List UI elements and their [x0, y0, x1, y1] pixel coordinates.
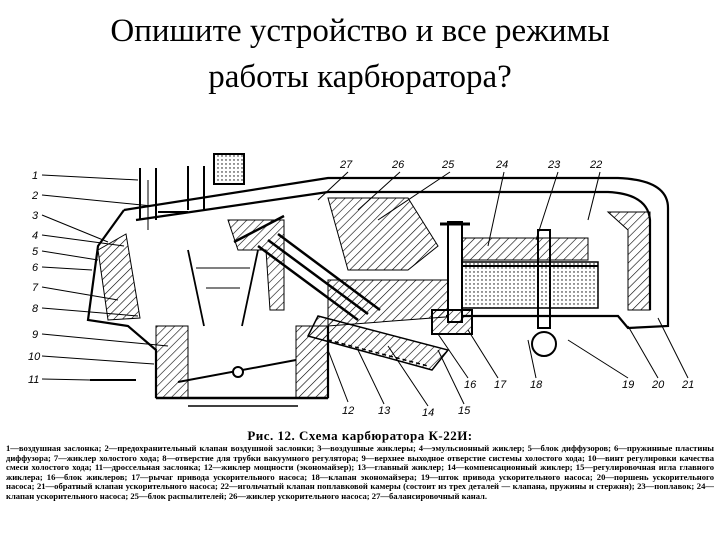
section-hatching	[97, 197, 651, 399]
callout-15: 15	[458, 405, 471, 417]
jets-block	[306, 315, 450, 371]
callout-23: 23	[547, 159, 561, 171]
callout-9: 9	[32, 329, 38, 341]
callout-18: 18	[530, 379, 543, 391]
carburetor-drawing: 27 26 25 24 23 22 1 2 3	[28, 153, 694, 419]
float	[457, 261, 599, 309]
callout-26: 26	[391, 159, 405, 171]
callout-25: 25	[441, 159, 455, 171]
callout-7: 7	[32, 282, 39, 294]
left-callouts: 1 2 3 4 5 6 7 8 9 10 11	[28, 170, 169, 386]
callout-6: 6	[32, 262, 39, 274]
sprayer-tubes	[233, 214, 381, 322]
title-line-1: Опишите устройство и все режимы	[110, 13, 610, 49]
callout-27: 27	[339, 159, 353, 171]
callout-21: 21	[681, 379, 694, 391]
bottom-callouts: 12 13 14 15 16 17 18 19 20 21	[327, 317, 694, 419]
slide-title: Опишите устройство и все режимы работы к…	[20, 8, 700, 100]
callout-4: 4	[32, 230, 38, 242]
callout-11: 11	[28, 374, 39, 386]
callout-3: 3	[32, 210, 39, 222]
callout-14: 14	[422, 407, 434, 419]
diffuser-block	[187, 249, 259, 327]
callout-1: 1	[32, 170, 38, 182]
callout-2: 2	[31, 190, 38, 202]
callout-17: 17	[494, 379, 507, 391]
top-callouts: 27 26 25 24 23 22	[317, 159, 602, 247]
callout-19: 19	[622, 379, 634, 391]
callout-8: 8	[32, 303, 39, 315]
figure-caption: Рис. 12. Схема карбюратора К-22И: 1—возд…	[6, 428, 714, 538]
callout-24: 24	[495, 159, 508, 171]
air-horn	[139, 153, 245, 230]
caption-legend: 1—воздушная заслонка; 2—предохранительны…	[6, 443, 714, 501]
callout-12: 12	[342, 405, 354, 417]
throttle	[90, 359, 298, 407]
callout-16: 16	[464, 379, 477, 391]
accelerator-pump	[431, 221, 557, 357]
callout-20: 20	[651, 379, 665, 391]
callout-5: 5	[32, 246, 39, 258]
callout-13: 13	[378, 405, 391, 417]
title-line-2: работы карбюратора?	[208, 59, 512, 95]
carburetor-diagram: 27 26 25 24 23 22 1 2 3	[28, 150, 700, 430]
callout-10: 10	[28, 351, 41, 363]
caption-title: Рис. 12. Схема карбюратора К-22И:	[247, 428, 473, 443]
callout-22: 22	[589, 159, 602, 171]
